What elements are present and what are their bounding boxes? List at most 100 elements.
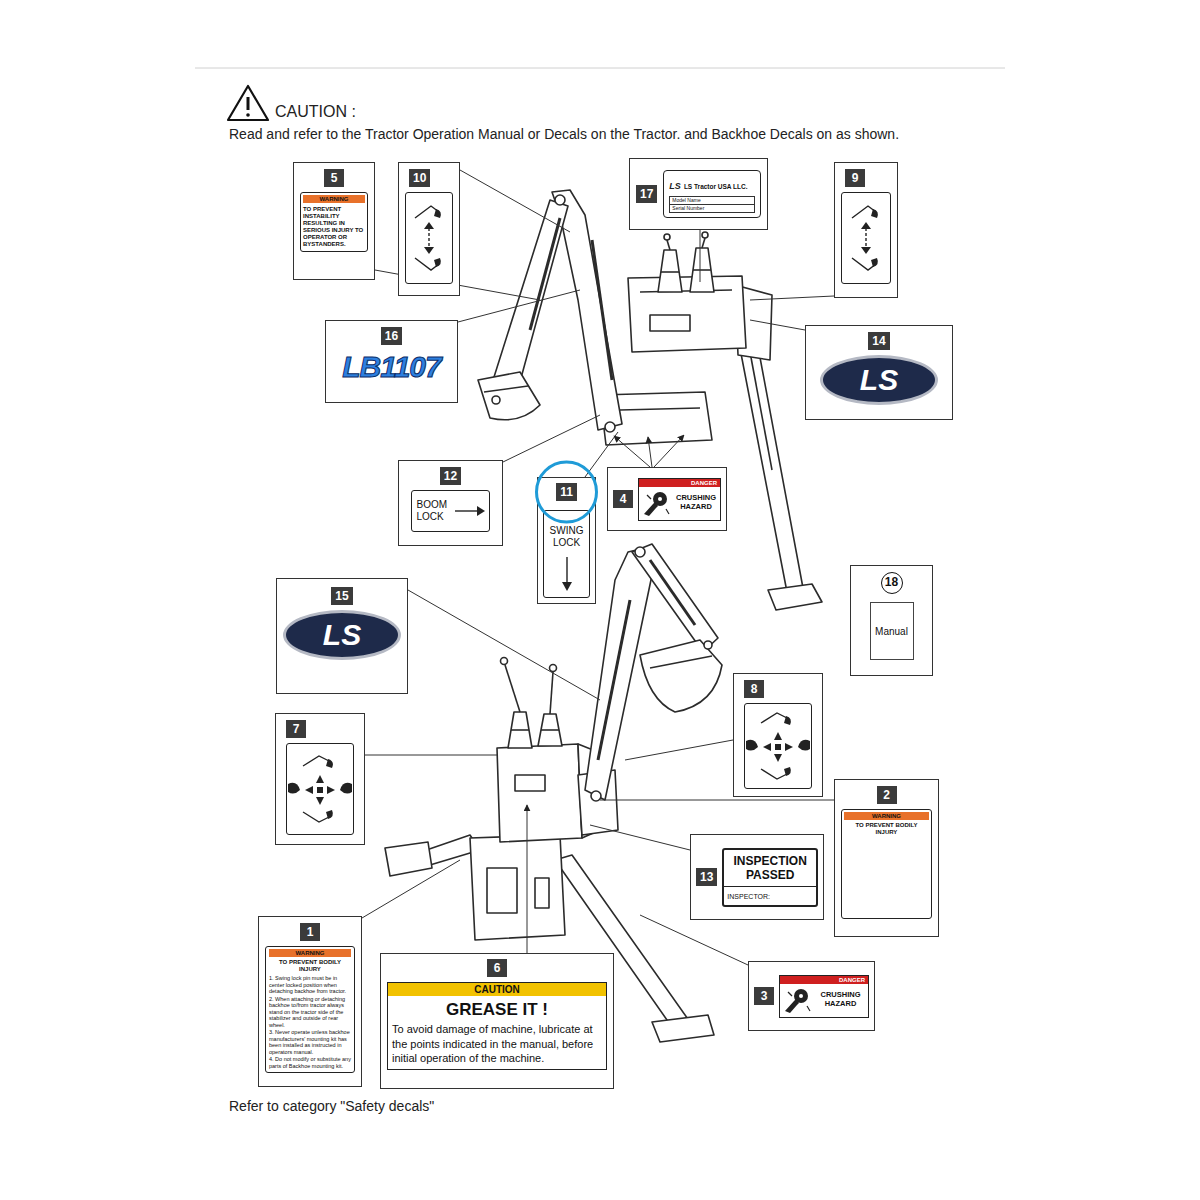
decal-box: 8 <box>733 673 823 797</box>
pictogram-part <box>774 732 782 740</box>
decal-text: WARNING <box>844 812 929 820</box>
drawing-part <box>632 544 718 652</box>
drawing-part <box>750 296 834 300</box>
pictogram-part <box>784 716 791 725</box>
decal-face: BOOM LOCK <box>411 490 490 532</box>
decal-face: CAUTIONGREASE IT !To avoid damage of mac… <box>387 982 607 1070</box>
decal-box: 5WARNINGTO PREVENT INSTABILITY RESULTING… <box>293 162 375 280</box>
decal-text: LS Tractor USA LLC. <box>684 183 748 190</box>
decal-text: CRUSHING HAZARD <box>813 990 868 1008</box>
decal-text: WARNING <box>269 949 351 957</box>
decal-face: WARNINGTO PREVENT BODILY INJURY1. Swing … <box>265 946 355 1073</box>
drawing-part <box>484 386 528 392</box>
pictogram <box>561 557 573 591</box>
drawing-part <box>590 825 690 850</box>
drawing-part <box>458 290 580 322</box>
drawing-part <box>700 230 701 282</box>
pictogram-part <box>871 258 878 267</box>
pictogram-part <box>644 502 658 516</box>
drawing-part <box>550 665 557 672</box>
drawing-part <box>365 755 497 756</box>
drawing-part <box>598 600 630 760</box>
pictogram-part <box>477 506 485 516</box>
drawing-part <box>628 276 746 352</box>
decal-face: LS <box>820 355 938 405</box>
drawing-part <box>460 170 570 232</box>
drawing-part <box>487 868 517 913</box>
drawing-part <box>750 352 772 470</box>
drawing-part <box>228 86 268 120</box>
pictogram-part <box>785 999 799 1013</box>
pictogram-part <box>647 495 651 499</box>
callout-number: 8 <box>744 680 764 698</box>
drawing-part <box>704 641 712 649</box>
pictogram-part <box>865 228 866 248</box>
pictogram <box>783 986 811 1014</box>
drawing-part <box>385 842 432 876</box>
pictogram-part <box>424 247 434 254</box>
decal-box: 6CAUTIONGREASE IT !To avoid damage of ma… <box>380 953 614 1089</box>
drawing-part <box>247 97 250 110</box>
drawing-part <box>503 415 600 462</box>
decal-box: 16LB1107 <box>325 320 458 403</box>
drawing-part <box>640 640 722 712</box>
caption-note: Refer to category "Safety decals" <box>229 1097 434 1115</box>
callout-number: 14 <box>868 332 889 350</box>
pictogram-part <box>326 759 333 768</box>
drawing-part <box>738 336 803 592</box>
drawing-part <box>702 238 705 248</box>
callout-number: 16 <box>381 327 402 345</box>
pictogram-part <box>658 497 662 501</box>
drawing-part <box>470 835 565 940</box>
decal-text: CRUSHING HAZARD <box>672 493 720 511</box>
drawing-part <box>530 218 560 330</box>
callout-number: 5 <box>324 169 344 187</box>
drawing-part <box>527 805 528 953</box>
pictogram-part <box>305 786 313 794</box>
callout-number: 10 <box>409 169 430 187</box>
drawing-part <box>652 1015 714 1042</box>
decal-face <box>841 192 891 284</box>
drawing-part <box>648 437 652 467</box>
decal-text: 1. Swing lock pin must be in center lock… <box>269 975 351 995</box>
pictogram-part <box>807 1006 810 1011</box>
pictogram-part <box>316 775 324 783</box>
callout-number: 11 <box>556 483 577 501</box>
decal-text: BOOM LOCK <box>417 499 451 523</box>
decal-text: LB1107 <box>332 350 451 384</box>
pictogram-part <box>746 740 758 751</box>
decal-text: 3. Never operate unless backhoe manufact… <box>269 1029 351 1055</box>
callout-number: 2 <box>877 786 897 804</box>
drawing-part <box>505 665 520 712</box>
drawing-part <box>658 250 682 292</box>
drawing-part <box>497 744 582 842</box>
drawing-part <box>591 791 601 801</box>
decal-text: 4. Do not modify or substitute any parts… <box>269 1056 351 1069</box>
drawing-part <box>515 775 545 791</box>
callout-number: 6 <box>487 959 507 977</box>
drawing-part <box>654 435 684 467</box>
decal-box: 12BOOM LOCK <box>398 460 503 546</box>
caution-heading: CAUTION : <box>275 102 356 121</box>
drawing-part <box>640 915 748 965</box>
decal-box: 7 <box>275 713 365 845</box>
drawing-part <box>625 740 733 760</box>
pictogram <box>642 489 670 517</box>
decal-text: GREASE IT ! <box>388 999 606 1020</box>
decal-text: WARNING <box>303 195 365 203</box>
pictogram-part <box>288 783 300 794</box>
pictogram-part <box>798 740 810 751</box>
drawing-part <box>501 658 508 665</box>
pictogram-part <box>455 510 478 511</box>
pictogram-part <box>424 222 434 229</box>
decal-box: 17LSLS Tractor USA LLC.Model NameSerial … <box>629 158 768 230</box>
decal-text: LS <box>323 618 361 652</box>
pictogram <box>455 505 485 517</box>
callout-number: 7 <box>286 720 306 738</box>
drawing-part <box>768 584 822 610</box>
callout-number: 13 <box>696 868 717 886</box>
decal-box: 14LS <box>805 325 953 420</box>
decal-box: 10 <box>398 162 460 296</box>
callout-number: 4 <box>613 490 633 508</box>
